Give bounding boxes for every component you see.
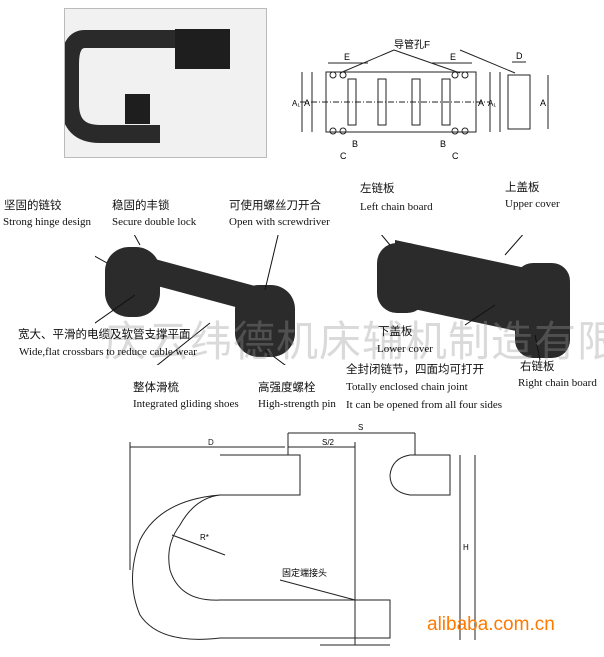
crossbars-label-en: Wide,flat crossbars to reduce cable wear — [19, 346, 197, 358]
dim-a-right: A — [478, 98, 484, 108]
enclosed-label-en2: It can be opened from all four sides — [346, 399, 503, 411]
enclosed-label-en1: Totally enclosed chain joint — [346, 381, 468, 393]
hinge-label-en: Strong hinge design — [3, 216, 91, 228]
left-board-label-cn: 左链板 — [360, 181, 395, 195]
bottom-dimension-drawing: D S S/2 R* H 固定端接头 — [129, 423, 476, 646]
pin-label-cn: 高强度螺栓 — [258, 380, 316, 394]
lower-cover-label-cn: 下盖板 — [378, 324, 413, 338]
dim-d: D — [516, 51, 523, 61]
company-watermark: 庆云纬德机床辅机制造有限公司 — [104, 317, 604, 366]
crossbars-label-cn: 宽大、平滑的电缆及软管支撑平面 — [18, 327, 191, 341]
dim-a-left: A — [304, 98, 310, 108]
dim-s: S — [358, 423, 363, 432]
fixed-end-label: 固定端接头 — [282, 567, 327, 578]
dim-c-right: C — [452, 151, 459, 161]
guide-hole-label: 导管孔F — [394, 38, 430, 51]
drag-chain-photo-illustration — [61, 29, 230, 143]
lock-label-cn: 稳固的丰锁 — [112, 198, 170, 212]
dim-a1-right: A₁ — [488, 99, 496, 108]
chain-link-illustrations — [95, 235, 570, 365]
dim-c-left: C — [340, 151, 347, 161]
upper-cover-label-cn: 上盖板 — [505, 180, 540, 194]
dim-b-right: B — [440, 139, 446, 149]
lock-label-en: Secure double lock — [112, 216, 197, 228]
dim-e-right: E — [450, 52, 456, 62]
dim-b-left: B — [352, 139, 358, 149]
gliding-label-cn: 整体滑梳 — [133, 380, 179, 394]
enclosed-label-cn: 全封闭链节，四面均可打开 — [346, 362, 484, 376]
alibaba-watermark: alibaba.com.cn — [427, 614, 555, 635]
product-photo — [61, 8, 267, 158]
screwdriver-label-en: Open with screwdriver — [229, 216, 330, 228]
screwdriver-label-cn: 可使用螺丝刀开合 — [229, 198, 321, 212]
dim-e-left: E — [344, 52, 350, 62]
left-board-label-en: Left chain board — [360, 201, 433, 213]
dim-d-bottom: D — [208, 438, 214, 447]
pin-label-en: High-strength pin — [258, 398, 336, 410]
gliding-label-en: Integrated gliding shoes — [133, 398, 239, 410]
upper-cover-label-en: Upper cover — [505, 198, 560, 210]
lower-cover-label-en: Lower cover — [377, 343, 433, 355]
dim-h: H — [463, 543, 469, 552]
dim-s-half: S/2 — [322, 438, 335, 447]
right-board-label-en: Right chain board — [518, 377, 597, 389]
right-board-label-cn: 右链板 — [520, 359, 555, 373]
dim-r: R* — [200, 533, 209, 542]
top-dimension-drawing: 导管孔F E E D A A A A₁ A₁ B B C C — [292, 38, 549, 161]
hinge-label-cn: 坚固的链铰 — [4, 198, 62, 212]
dim-a-side: A — [540, 98, 546, 108]
dim-a1-left: A₁ — [292, 99, 300, 108]
